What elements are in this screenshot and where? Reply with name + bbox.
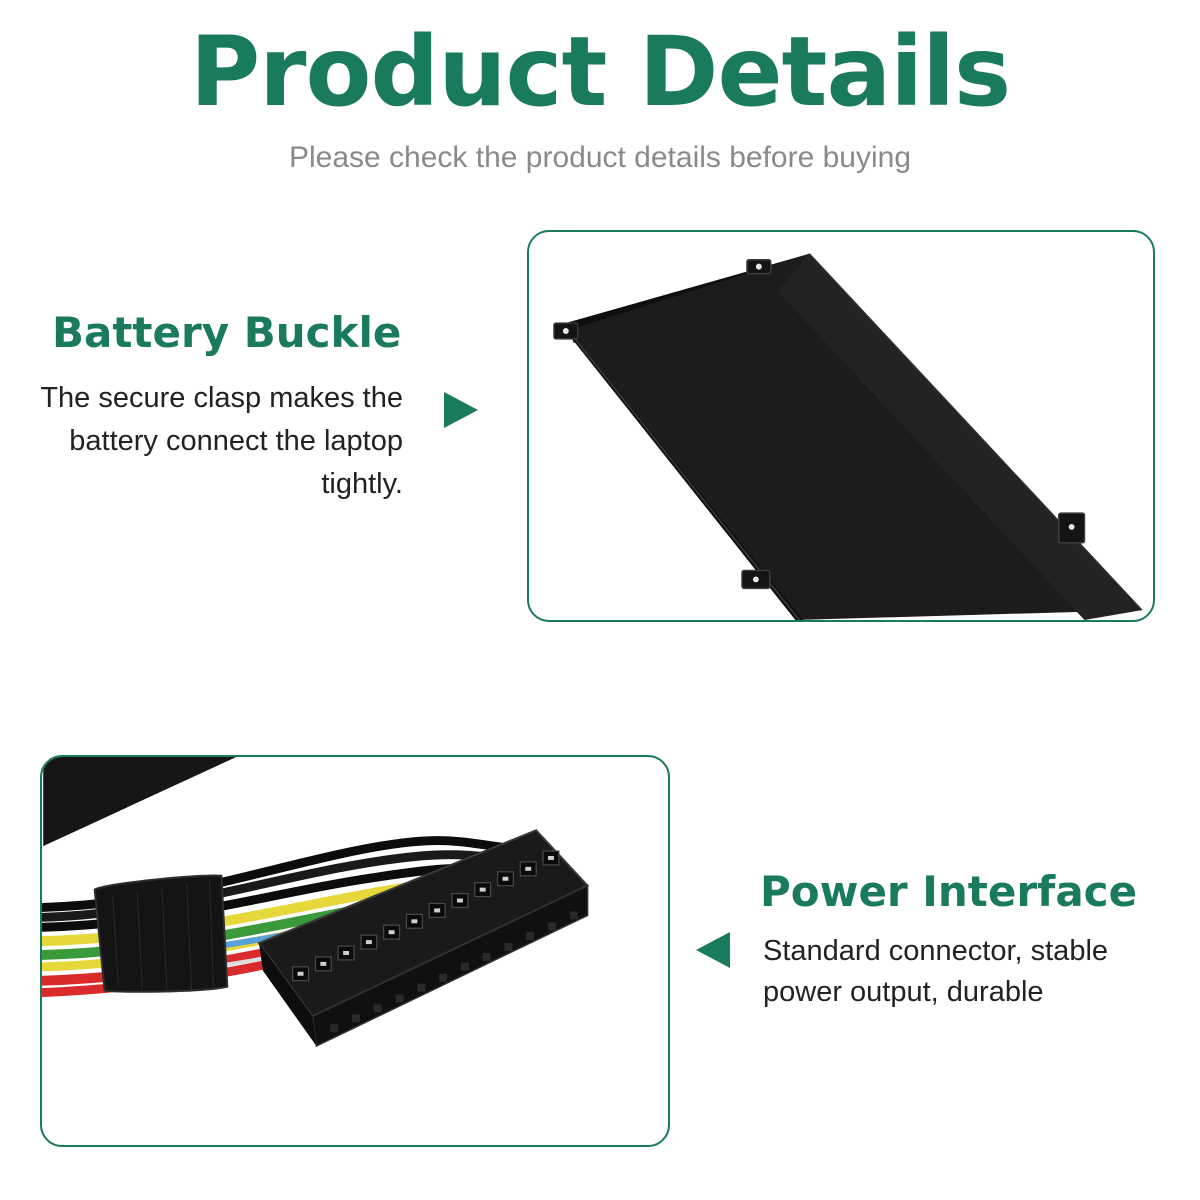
battery-buckle-description: The secure clasp makes the battery conne…: [40, 382, 403, 500]
triangle-left-icon: [696, 932, 730, 968]
triangle-right-icon: [444, 392, 478, 428]
battery-buckle-photo: [527, 230, 1155, 622]
page-title: Product Details: [189, 16, 1011, 128]
battery-buckle-illustration: [553, 253, 1143, 620]
power-interface-illustration: [42, 757, 590, 1048]
battery-buckle-heading: Battery Buckle: [52, 308, 402, 357]
power-interface-description: Standard connector, stable power output,…: [763, 935, 1109, 1008]
page-subtitle: Please check the product details before …: [288, 141, 912, 174]
power-interface-photo: [40, 755, 670, 1147]
power-interface-heading: Power Interface: [760, 867, 1138, 916]
